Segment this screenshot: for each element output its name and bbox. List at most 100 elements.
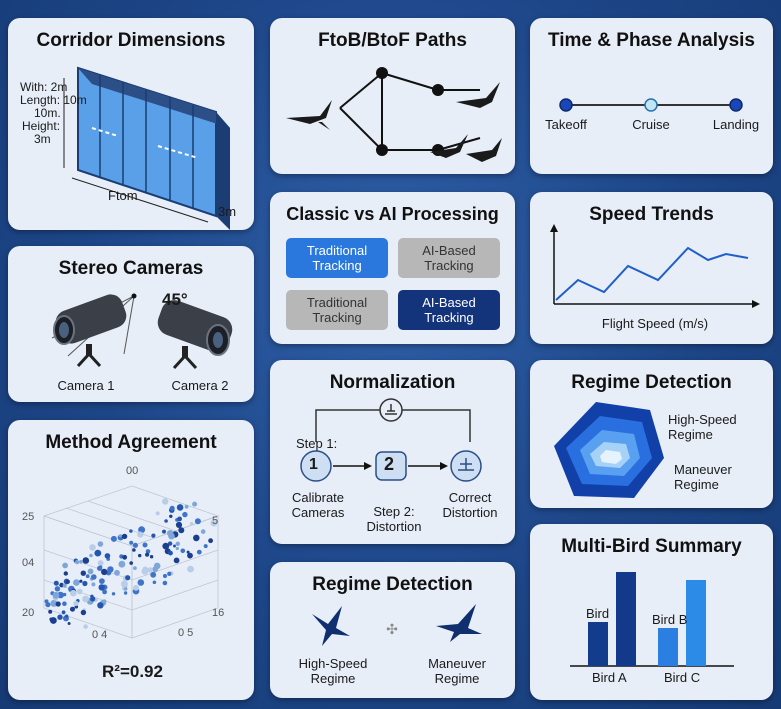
camera-2-icon: [157, 300, 233, 370]
scatter-point: [73, 579, 80, 586]
bar-bird-a-1: [588, 622, 608, 666]
regime-bottom-title: Regime Detection: [312, 574, 473, 595]
stereo-card: Stereo Cameras 45° Camera 1 Camera 2: [8, 246, 254, 402]
corridor-spec-1: With: 2m: [20, 80, 68, 94]
xlabel-bird-c: Bird C: [664, 670, 701, 685]
method-scatter: [42, 485, 220, 639]
scatter-point: [178, 527, 185, 534]
scatter-point: [210, 519, 218, 527]
camera-1-label: Camera 1: [57, 378, 115, 393]
scatter-point: [133, 584, 139, 591]
scatter-point: [48, 609, 53, 614]
scatter-point: [121, 533, 128, 540]
method-card: Method Agreement 00 25 04 20 5 16 0 4 0 …: [8, 420, 254, 700]
corridor-bottom-label: Ftom: [108, 188, 138, 203]
svg-text:✣: ✣: [386, 622, 398, 638]
bar-label-bird-b: Bird B: [652, 612, 688, 627]
regime-bottom-card: Regime Detection ✣ High-Speed Regime Man…: [270, 562, 515, 698]
traditional-tracking-button[interactable]: Traditional Tracking: [286, 238, 388, 278]
step1-label: Step 1:: [296, 436, 338, 451]
scatter-point: [162, 498, 169, 505]
scatter-point: [118, 534, 122, 538]
paths-graph: [286, 67, 502, 162]
scatter-point: [177, 516, 183, 522]
scatter-point: [101, 568, 108, 576]
scatter-point: [145, 549, 151, 554]
step3-caption: Correct Distortion: [442, 490, 498, 520]
scatter-point: [57, 614, 63, 620]
maneuver-bird-icon: [436, 604, 482, 642]
paths-card: FtoB/BtoF Paths: [270, 18, 515, 174]
scatter-point: [65, 579, 70, 584]
scatter-point: [208, 538, 214, 544]
regime-top-title: Regime Detection: [571, 372, 732, 393]
paths-title: FtoB/BtoF Paths: [318, 30, 467, 51]
regime-top-label-2: Maneuver Regime: [674, 462, 732, 492]
scatter-point: [129, 561, 133, 565]
scatter-point: [55, 601, 61, 607]
bar-label-bird: Bird: [586, 606, 610, 621]
scatter-point: [80, 609, 87, 616]
bird-icon: [286, 100, 332, 130]
scatter-point: [90, 596, 96, 602]
stereo-title: Stereo Cameras: [58, 258, 204, 279]
scatter-point: [182, 511, 188, 518]
corridor-diagram: [63, 66, 230, 230]
scatter-point: [97, 560, 104, 566]
method-tick-7: 0 4: [92, 629, 108, 641]
ai-tracking-button[interactable]: AI-Based Tracking: [398, 238, 500, 278]
normalization-card: Normalization Step 1: 1 2 Calibrate Came…: [270, 360, 515, 544]
scatter-point: [123, 587, 128, 591]
camera-1-icon: [53, 294, 127, 368]
scatter-point: [80, 570, 87, 576]
method-tick-8: 0 5: [178, 627, 194, 639]
scatter-point: [122, 554, 128, 560]
scatter-point: [194, 518, 201, 525]
scatter-point: [62, 562, 68, 569]
corridor-spec-5: 3m: [34, 132, 51, 146]
corridor-spec-4: Height:: [22, 119, 61, 133]
ai-tracking-button-2[interactable]: AI-Based Tracking: [398, 290, 500, 330]
scatter-point: [82, 580, 88, 587]
high-speed-bird-icon: [312, 606, 350, 646]
scatter-point: [137, 579, 145, 586]
scatter-point: [102, 599, 107, 604]
phase-timeline: [559, 98, 743, 112]
scatter-point: [187, 552, 193, 559]
scatter-point: [85, 574, 90, 579]
camera-2-label: Camera 2: [171, 378, 229, 393]
scatter-point: [192, 501, 198, 507]
scatter-point: [129, 529, 133, 533]
scatter-point: [77, 588, 83, 595]
bar-bird-c-2: [686, 580, 706, 666]
method-tick-4: 20: [22, 607, 35, 619]
scatter-point: [162, 573, 168, 579]
scatter-point: [50, 599, 58, 607]
scatter-point: [132, 548, 136, 552]
method-tick-6: 16: [212, 607, 225, 619]
scatter-point: [110, 535, 117, 542]
scatter-point: [193, 534, 200, 542]
scatter-point: [97, 602, 104, 609]
multibird-title: Multi-Bird Summary: [561, 536, 742, 557]
scatter-point: [129, 540, 134, 545]
regime-top-label-1: High-Speed Regime: [668, 412, 737, 442]
scatter-point: [141, 567, 149, 575]
scatter-point: [132, 542, 138, 548]
scatter-point: [120, 580, 128, 588]
phase-takeoff: Takeoff: [545, 117, 587, 132]
scatter-point: [83, 624, 88, 629]
scatter-point: [138, 553, 142, 558]
xlabel-bird-a: Bird A: [592, 670, 627, 685]
scatter-point: [175, 541, 180, 546]
scatter-point: [155, 511, 160, 516]
scatter-point: [61, 610, 66, 615]
scatter-point: [173, 544, 176, 548]
scatter-point: [153, 562, 161, 570]
scatter-point: [65, 614, 69, 618]
traditional-tracking-button-2[interactable]: Traditional Tracking: [286, 290, 388, 330]
scatter-point: [118, 560, 126, 568]
method-tick-2: 25: [22, 511, 35, 523]
scatter-point: [52, 591, 60, 599]
step1-glyph: 1: [309, 456, 318, 473]
